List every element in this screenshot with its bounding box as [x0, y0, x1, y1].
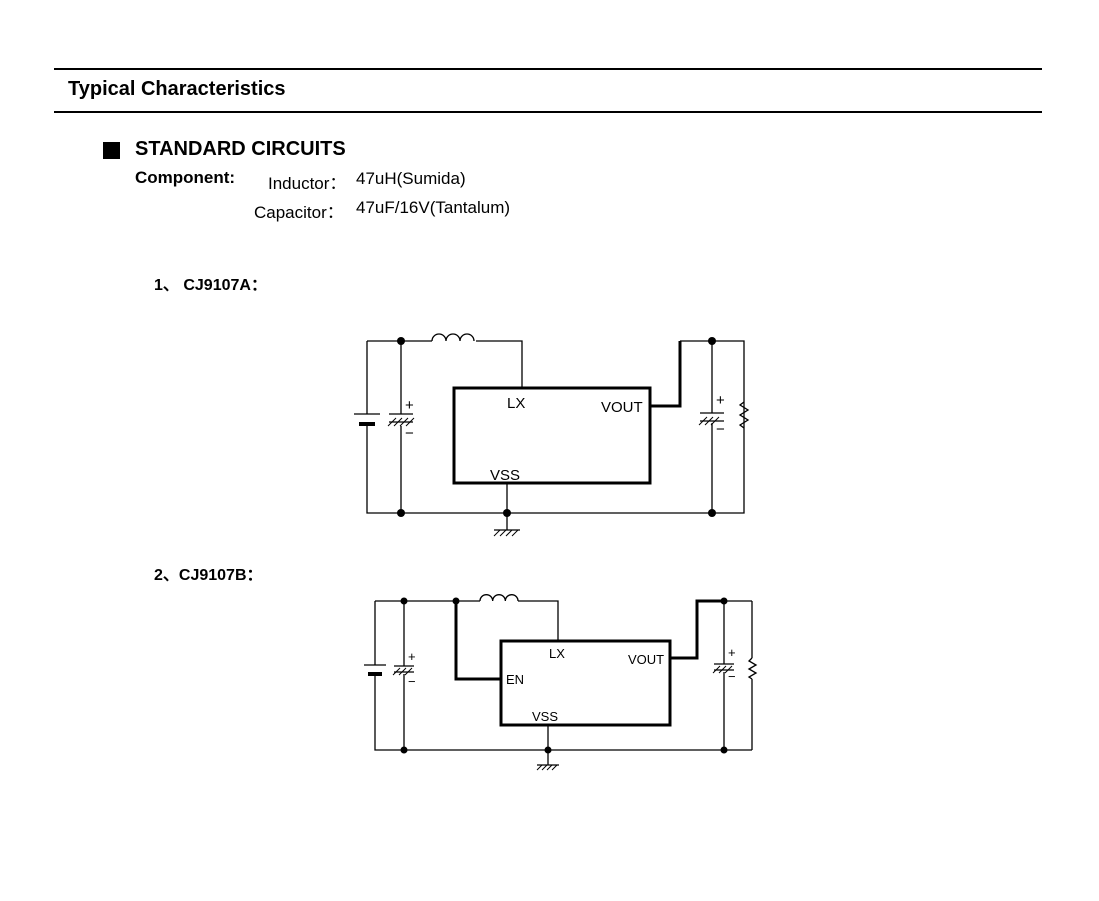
- c2-cout-minus: −: [728, 669, 736, 684]
- c1-ground-icon: [493, 529, 520, 537]
- c1-cin-minus: −: [405, 425, 414, 442]
- c1-input-capacitor-icon: [387, 413, 415, 427]
- c2-battery-icon: [364, 664, 386, 676]
- c1-cin-plus: +: [405, 397, 414, 414]
- c1-pin-vout: VOUT: [601, 399, 643, 416]
- c1-battery-icon: [354, 413, 380, 426]
- c2-wire-en: [454, 601, 501, 681]
- c2-wire-vout: [670, 599, 724, 660]
- c1-cout-minus: −: [716, 421, 725, 438]
- c2-cin-plus: +: [408, 649, 416, 664]
- c2-cout-plus: +: [728, 645, 736, 660]
- c2-junction: [544, 746, 552, 754]
- c2-wire-left: [374, 600, 753, 751]
- c2-junction: [720, 746, 728, 754]
- c2-pin-vss: VSS: [532, 709, 558, 724]
- c1-junction: [503, 509, 511, 517]
- c2-ic-box: [499, 639, 672, 727]
- c1-pin-vss: VSS: [490, 467, 520, 484]
- c2-pin-lx: LX: [549, 646, 565, 661]
- c2-output-capacitor-icon: [712, 663, 734, 674]
- circuit2-title: 2、CJ9107B：: [154, 567, 263, 584]
- c1-pin-lx: LX: [507, 395, 525, 412]
- circuit2-schematic: + − + − LX VOUT EN VSS: [364, 594, 758, 771]
- c2-cin-minus: −: [408, 674, 416, 689]
- c2-wire-top: [375, 600, 559, 641]
- c1-ic-box: [452, 386, 652, 485]
- capacitor-label: Capacitor：: [254, 203, 344, 222]
- standard-circuits-title: STANDARD CIRCUITS: [135, 138, 346, 160]
- circuit1-schematic: + − + − LX VOUT VSS: [354, 333, 750, 537]
- bullet-square-icon: [103, 142, 120, 159]
- c1-load-resistor-icon: [738, 401, 750, 429]
- c1-wire-vout: [650, 341, 682, 408]
- c1-junction: [708, 337, 716, 345]
- page-section-header: Typical Characteristics: [68, 78, 286, 100]
- capacitor-value: 47uF/16V(Tantalum): [356, 198, 511, 217]
- c1-junction: [397, 509, 405, 517]
- c2-junction: [400, 597, 408, 605]
- c1-wire-top-left: [367, 340, 523, 388]
- c1-wire-battery-left: [366, 340, 745, 514]
- c2-junction: [452, 597, 460, 605]
- c2-pin-en: EN: [506, 672, 524, 687]
- inductor-label: Inductor：: [268, 174, 347, 193]
- c1-junction: [397, 337, 405, 345]
- c2-pin-vout: VOUT: [628, 652, 664, 667]
- inductor-value: 47uH(Sumida): [356, 169, 466, 188]
- c2-junction: [400, 746, 408, 754]
- c2-input-capacitor-icon: [392, 665, 414, 676]
- c1-junction: [708, 509, 716, 517]
- header-rule-bottom: [54, 111, 1042, 113]
- c2-load-resistor-icon: [747, 657, 758, 680]
- c1-inductor-icon: [431, 333, 475, 342]
- c2-junction: [720, 597, 728, 605]
- c1-output-capacitor-icon: [698, 412, 724, 426]
- c2-inductor-icon: [479, 594, 519, 602]
- header-rule-top: [54, 68, 1042, 70]
- c1-cout-plus: +: [716, 392, 725, 409]
- c2-ground-icon: [536, 764, 559, 771]
- component-label: Component:: [135, 168, 236, 187]
- circuit1-title: 1、 CJ9107A：: [154, 277, 267, 294]
